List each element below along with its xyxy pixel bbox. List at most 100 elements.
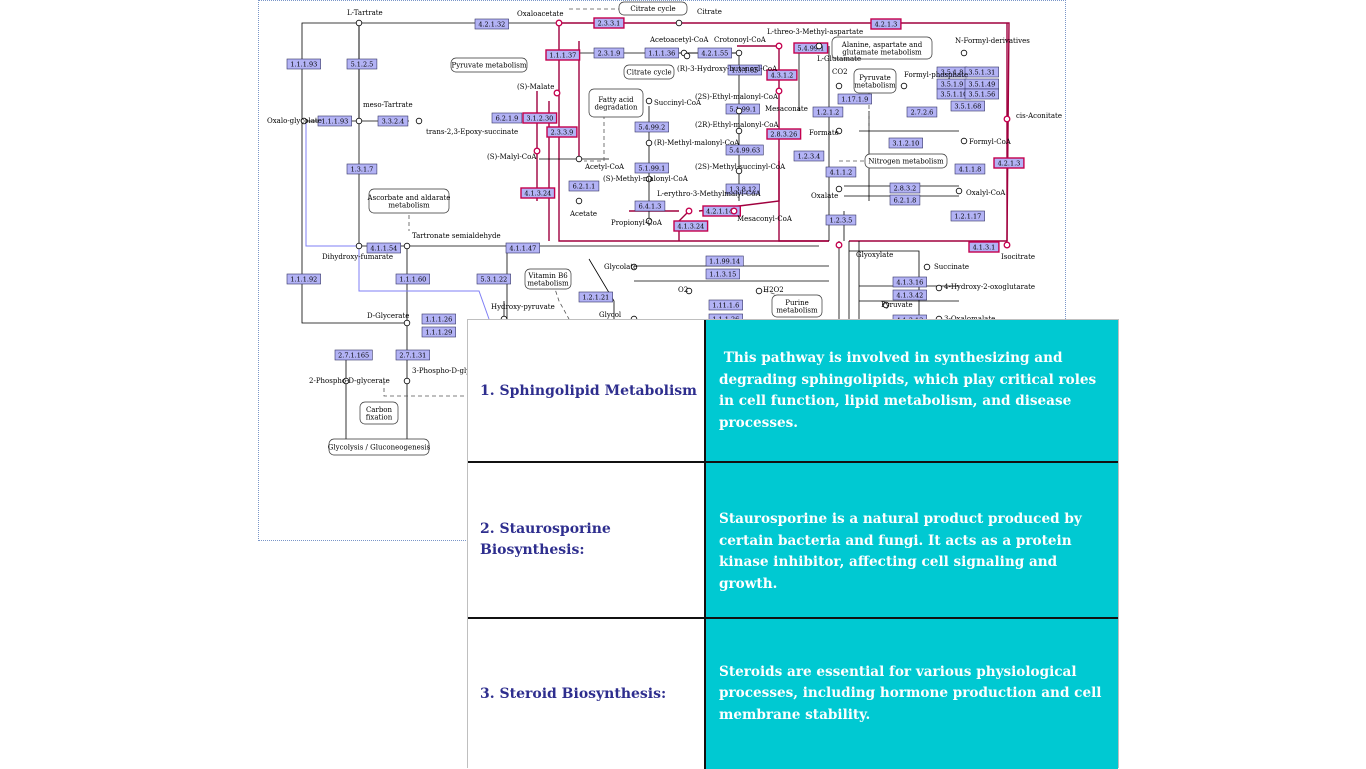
compound-node[interactable] (775, 87, 783, 95)
map-link-box[interactable]: Nitrogen metabolism (864, 153, 948, 169)
enzyme-box[interactable]: 1.1.1.93 (286, 58, 321, 70)
enzyme-box[interactable]: 2.3.3.9 (546, 126, 578, 138)
enzyme-box[interactable]: 1.1.99.14 (705, 255, 744, 267)
compound-node[interactable] (683, 52, 691, 60)
compound-node[interactable] (685, 287, 693, 295)
enzyme-box[interactable]: 6.2.1.8 (889, 194, 921, 206)
compound-node[interactable] (355, 117, 363, 125)
compound-node[interactable] (960, 137, 968, 145)
enzyme-box[interactable]: 4.1.3.24 (673, 220, 709, 232)
compound-node[interactable] (735, 49, 743, 57)
enzyme-box[interactable]: 5.3.1.22 (476, 273, 511, 285)
enzyme-box[interactable]: 4.1.3.16 (892, 276, 927, 288)
compound-node[interactable] (735, 167, 743, 175)
compound-node[interactable] (923, 263, 931, 271)
enzyme-box[interactable]: 3.5.1.56 (964, 88, 999, 100)
enzyme-box[interactable]: 5.1.99.1 (634, 162, 669, 174)
enzyme-box[interactable]: 3.5.1.9 (936, 78, 968, 90)
compound-node[interactable] (900, 82, 908, 90)
enzyme-box[interactable]: 1.1.1.37 (545, 49, 581, 61)
compound-node[interactable] (835, 241, 843, 249)
enzyme-box[interactable]: 2.8.3.2 (889, 182, 921, 194)
compound-node[interactable] (645, 175, 653, 183)
enzyme-box[interactable]: 3.1.2.30 (522, 112, 558, 124)
enzyme-box[interactable]: 1.1.1.92 (286, 273, 321, 285)
compound-node[interactable] (645, 217, 653, 225)
enzyme-box[interactable]: 3.5.1.31 (964, 66, 999, 78)
compound-node[interactable] (882, 301, 890, 309)
enzyme-box[interactable]: 4.1.3.1 (968, 241, 1000, 253)
map-link-box[interactable]: Pyruvate metabolism (450, 57, 528, 73)
compound-node[interactable] (575, 155, 583, 163)
enzyme-box[interactable]: 6.4.1.3 (634, 200, 666, 212)
enzyme-box[interactable]: 1.2.3.5 (825, 214, 857, 226)
enzyme-box[interactable]: 1.2.3.4 (793, 150, 825, 162)
enzyme-box[interactable]: 5.4.99.2 (634, 121, 669, 133)
map-link-box[interactable]: Citrate cycle (623, 64, 675, 80)
compound-node[interactable] (960, 49, 968, 57)
compound-node[interactable] (403, 319, 411, 327)
enzyme-box[interactable]: 2.3.1.9 (593, 47, 625, 59)
enzyme-box[interactable]: 1.1.1.26 (421, 313, 456, 325)
enzyme-box[interactable]: 4.2.1.3 (993, 157, 1025, 169)
enzyme-box[interactable]: 2.7.2.6 (906, 106, 938, 118)
enzyme-box[interactable]: 2.3.3.1 (593, 17, 625, 29)
enzyme-box[interactable]: 1.11.1.6 (708, 299, 743, 311)
enzyme-box[interactable]: 4.1.1.8 (954, 163, 986, 175)
enzyme-box[interactable]: 4.2.1.32 (474, 18, 509, 30)
enzyme-box[interactable]: 6.2.1.1 (568, 180, 600, 192)
enzyme-box[interactable]: 5.4.99.1 (793, 42, 829, 54)
enzyme-box[interactable]: 6.2.1.9 (491, 112, 523, 124)
enzyme-box[interactable]: 3.1.2.10 (888, 137, 923, 149)
enzyme-box[interactable]: 2.7.1.165 (334, 349, 373, 361)
map-link-box[interactable]: Citrate cycle (618, 1, 688, 16)
compound-node[interactable] (735, 107, 743, 115)
compound-node[interactable] (555, 19, 563, 27)
compound-node[interactable] (355, 19, 363, 27)
enzyme-box[interactable]: 1.2.1.21 (578, 291, 613, 303)
enzyme-box[interactable]: 4.1.3.42 (892, 289, 927, 301)
compound-node[interactable] (730, 207, 738, 215)
enzyme-box[interactable]: 4.1.3.24 (520, 187, 556, 199)
compound-node[interactable] (630, 263, 638, 271)
compound-node[interactable] (403, 377, 411, 385)
enzyme-box[interactable]: 4.3.1.2 (766, 69, 798, 81)
enzyme-box[interactable]: 4.2.1.3 (870, 18, 902, 30)
compound-node[interactable] (355, 242, 363, 250)
compound-node[interactable] (835, 82, 843, 90)
compound-node[interactable] (755, 287, 763, 295)
compound-node[interactable] (955, 187, 963, 195)
enzyme-box[interactable]: 1.1.1.36 (644, 47, 679, 59)
enzyme-box[interactable]: 3.5.1.49 (964, 78, 999, 90)
compound-node[interactable] (685, 207, 693, 215)
enzyme-box[interactable]: 5.1.99.1 (725, 103, 760, 115)
enzyme-box[interactable]: 1.3.8.12 (725, 183, 760, 195)
enzyme-box[interactable]: 4.1.1.54 (366, 242, 401, 254)
compound-node[interactable] (342, 377, 350, 385)
compound-node[interactable] (645, 139, 653, 147)
compound-node[interactable] (775, 42, 783, 50)
enzyme-box[interactable]: 1.2.1.2 (812, 106, 844, 118)
enzyme-box[interactable]: 1.3.1.85 (727, 64, 762, 76)
enzyme-box[interactable]: 5.4.99.63 (725, 144, 764, 156)
enzyme-box[interactable]: 1.3.1.7 (346, 163, 378, 175)
compound-node[interactable] (415, 117, 423, 125)
compound-node[interactable] (403, 242, 411, 250)
compound-node[interactable] (533, 147, 541, 155)
enzyme-box[interactable]: 1.2.1.17 (950, 210, 985, 222)
compound-node[interactable] (935, 284, 943, 292)
enzyme-box[interactable]: 4.1.1.2 (825, 166, 857, 178)
enzyme-box[interactable]: 1.1.1.93 (317, 115, 352, 127)
compound-node[interactable] (835, 185, 843, 193)
compound-node[interactable] (1003, 241, 1011, 249)
enzyme-box[interactable]: 1.1.1.60 (395, 273, 430, 285)
enzyme-box[interactable]: 4.2.1.55 (697, 47, 732, 59)
compound-node[interactable] (575, 197, 583, 205)
